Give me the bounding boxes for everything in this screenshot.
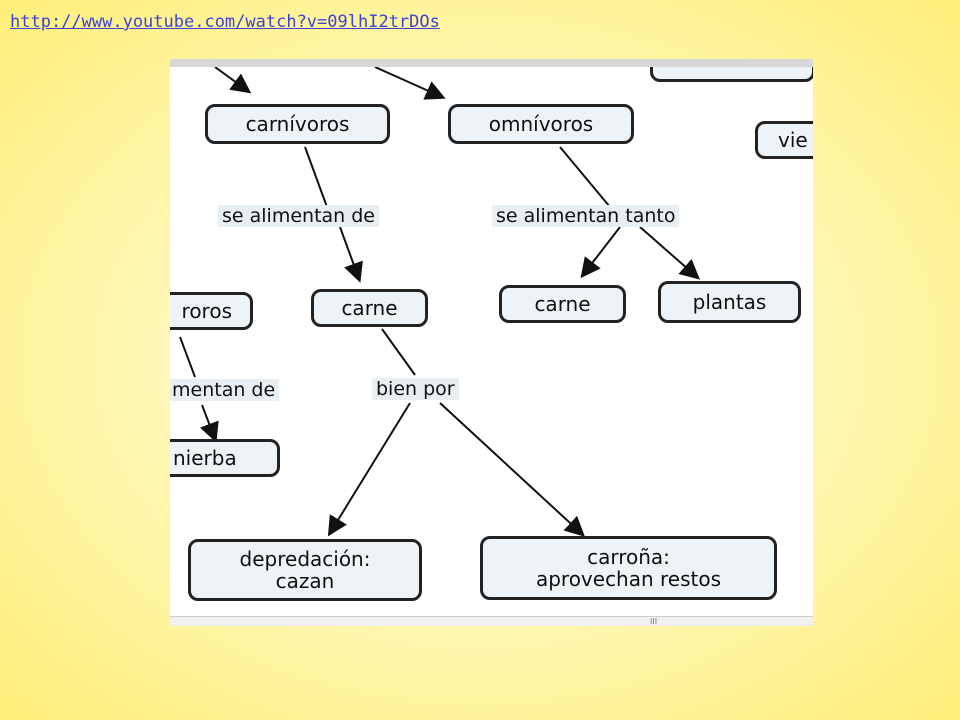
node-plantas[interactable]: plantas (658, 281, 801, 323)
youtube-link[interactable]: http://www.youtube.com/watch?v=09lhI2trD… (10, 12, 440, 32)
node-carrona-line2: aprovechan restos (535, 567, 722, 591)
arrow-to-carnivoros (214, 67, 252, 94)
link-label-se-alimentan-tanto: se alimentan tanto (492, 205, 680, 227)
arrow-to-depredacion (327, 402, 411, 537)
horizontal-scrollbar[interactable]: III (170, 616, 813, 626)
node-plantas-label: plantas (692, 290, 767, 314)
node-herbivoros-label: roros (181, 299, 232, 323)
link-label-alimentan-de: mentan de (170, 379, 280, 401)
connector-lines (179, 67, 701, 537)
line-carne-link (381, 328, 416, 376)
node-hierba-label: nierba (173, 446, 237, 470)
scrollbar-grip-icon[interactable]: III (650, 617, 658, 626)
node-vie-label: vie (778, 128, 808, 152)
node-carne-omnivoros[interactable]: carne (499, 285, 626, 323)
arrow-to-omnivoros (374, 67, 446, 100)
node-carrona-line1: carroña: (587, 545, 670, 569)
arrow-to-carrona (439, 402, 585, 537)
node-vie-partial[interactable]: vie (755, 121, 813, 159)
node-depredacion-line2: cazan (275, 569, 335, 593)
node-carnivoros-label: carnívoros (245, 112, 350, 136)
arrow-to-carne (339, 226, 363, 283)
node-carne-label: carne (341, 296, 398, 320)
node-carnivoros[interactable]: carnívoros (205, 104, 390, 144)
arrow-to-plantas (639, 226, 701, 280)
link-label-bien-por: bien por (372, 378, 459, 400)
line-herbivoros-link (179, 336, 196, 378)
node-omnivoros-label: omnívoros (488, 112, 594, 136)
line-omnivoros-link (559, 146, 611, 208)
link-label-se-alimentan-de: se alimentan de (218, 205, 379, 227)
node-depredacion-line1: depredación: (239, 547, 371, 571)
line-carnivoros-link (304, 146, 328, 208)
node-omnivoros[interactable]: omnívoros (448, 104, 634, 144)
node-carne[interactable]: carne (311, 289, 428, 327)
concept-map-frame: carnívoros omnívoros vie se alimentan de… (170, 59, 813, 626)
node-herbivoros-partial[interactable]: roros (170, 292, 253, 330)
node-carrona[interactable]: carroña: aprovechan restos (480, 536, 777, 600)
partial-node-top-right (650, 67, 813, 82)
node-depredacion[interactable]: depredación: cazan (188, 539, 422, 601)
arrow-to-carne-omni (580, 226, 621, 279)
node-carne-omni-label: carne (534, 292, 591, 316)
node-hierba-partial[interactable]: nierba (170, 439, 280, 477)
arrow-to-hierba (199, 404, 219, 443)
